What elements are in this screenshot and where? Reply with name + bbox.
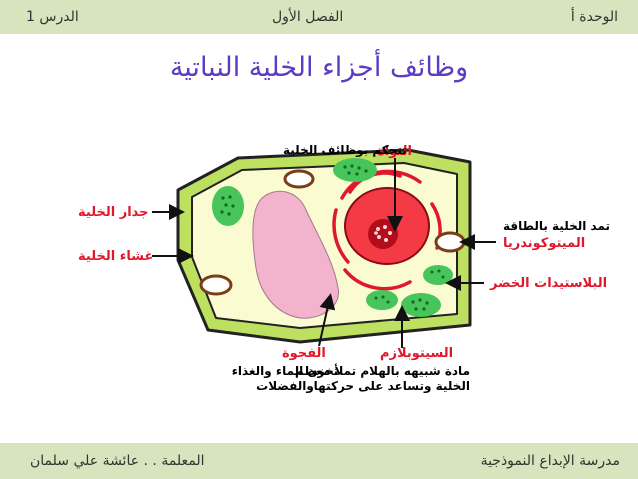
cytoplasm-label: السيتوبلازم [380,346,454,361]
vacuole-label: الفجوة [282,346,326,361]
vacuole-function-line2: والفضلات [256,379,314,393]
vacuole-function: تخزن الماء والغذاء والفضلات [230,364,340,394]
chloroplast-grana [220,164,445,311]
chloroplast-shapes [212,158,453,317]
vacuole-function-line1: تخزن الماء والغذاء [231,364,339,378]
cell-wall-label: جدار الخلية [78,205,149,220]
mitochondria-label: الميتوكوندريا [503,236,586,251]
chapter-label: الفصل الأول [272,9,344,25]
nucleolus-dots [374,225,392,242]
teacher-name: المعلمة . . عائشة علي سلمان [30,453,205,469]
footer-bar: مدرسة الإبداع النموذجية المعلمة . . عائش… [0,443,638,479]
cytoplasm-function: مادة شبيهه بالهلام تملأ معظم الخلية وتسا… [295,364,470,394]
vacuole-arrow [318,293,336,347]
chloroplasts-label: البلاستيدات الخضر [490,276,608,291]
cytoplasm-function-line1: مادة شبيهه بالهلام تملأ معظم [295,364,470,378]
cytoplasm-function-line2: الخلية وتساعد على حركتها [313,379,470,393]
cell-membrane-label: غشاء الخلية [78,249,154,264]
school-name: مدرسة الإبداع النموذجية [480,453,620,469]
unit-label: الوحدة أ [570,9,618,25]
nucleus-function: تتحكم بوظائف الخلية [283,143,407,157]
header-bar: الوحدة أ الفصل الأول الدرس 1 [0,0,638,34]
mitochondria-function: تمد الخلية بالطاقة [503,219,611,233]
lesson-label: الدرس 1 [26,9,79,25]
page-title: وظائف أجزاء الخلية النباتية [169,52,469,83]
nucleolus-shape [368,219,398,249]
nucleus-label: النواة [377,144,412,159]
label-arrows [152,158,496,348]
